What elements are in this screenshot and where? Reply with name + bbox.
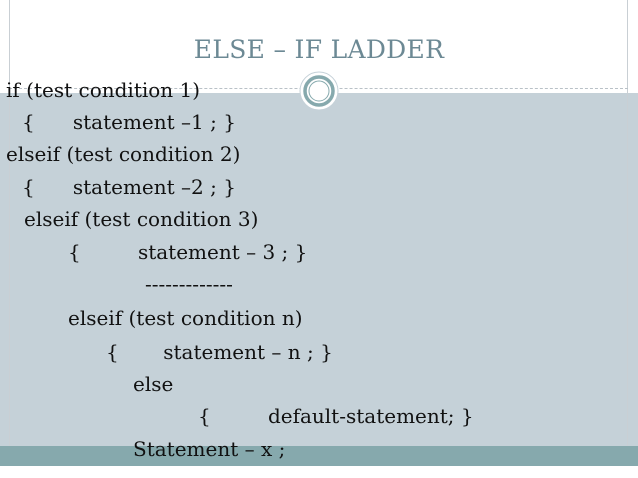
code-line-statement-n: { statement – n ; } bbox=[106, 340, 333, 364]
code-line-default-statement: { default-statement; } bbox=[198, 404, 474, 428]
frame-left-line bbox=[9, 0, 10, 446]
frame-right-line bbox=[627, 0, 628, 446]
slide-title: ELSE – IF LADDER bbox=[193, 35, 445, 64]
code-line-elseif-2: elseif (test condition 2) bbox=[6, 142, 241, 166]
ring-ornament-icon bbox=[299, 71, 339, 111]
code-line-dashes: ------------- bbox=[145, 272, 233, 296]
code-line-if: if (test condition 1) bbox=[6, 78, 201, 102]
footer-strip bbox=[0, 466, 638, 478]
code-line-elseif-n: elseif (test condition n) bbox=[68, 306, 303, 330]
content-panel bbox=[0, 93, 638, 446]
code-line-statement-1: { statement –1 ; } bbox=[22, 110, 236, 134]
code-line-else: else bbox=[133, 372, 174, 396]
code-line-elseif-3: elseif (test condition 3) bbox=[24, 207, 259, 231]
code-line-statement-x: Statement – x ; bbox=[133, 437, 286, 461]
code-line-statement-3: { statement – 3 ; } bbox=[68, 240, 308, 264]
bottom-bar bbox=[0, 446, 638, 466]
code-line-statement-2: { statement –2 ; } bbox=[22, 175, 236, 199]
